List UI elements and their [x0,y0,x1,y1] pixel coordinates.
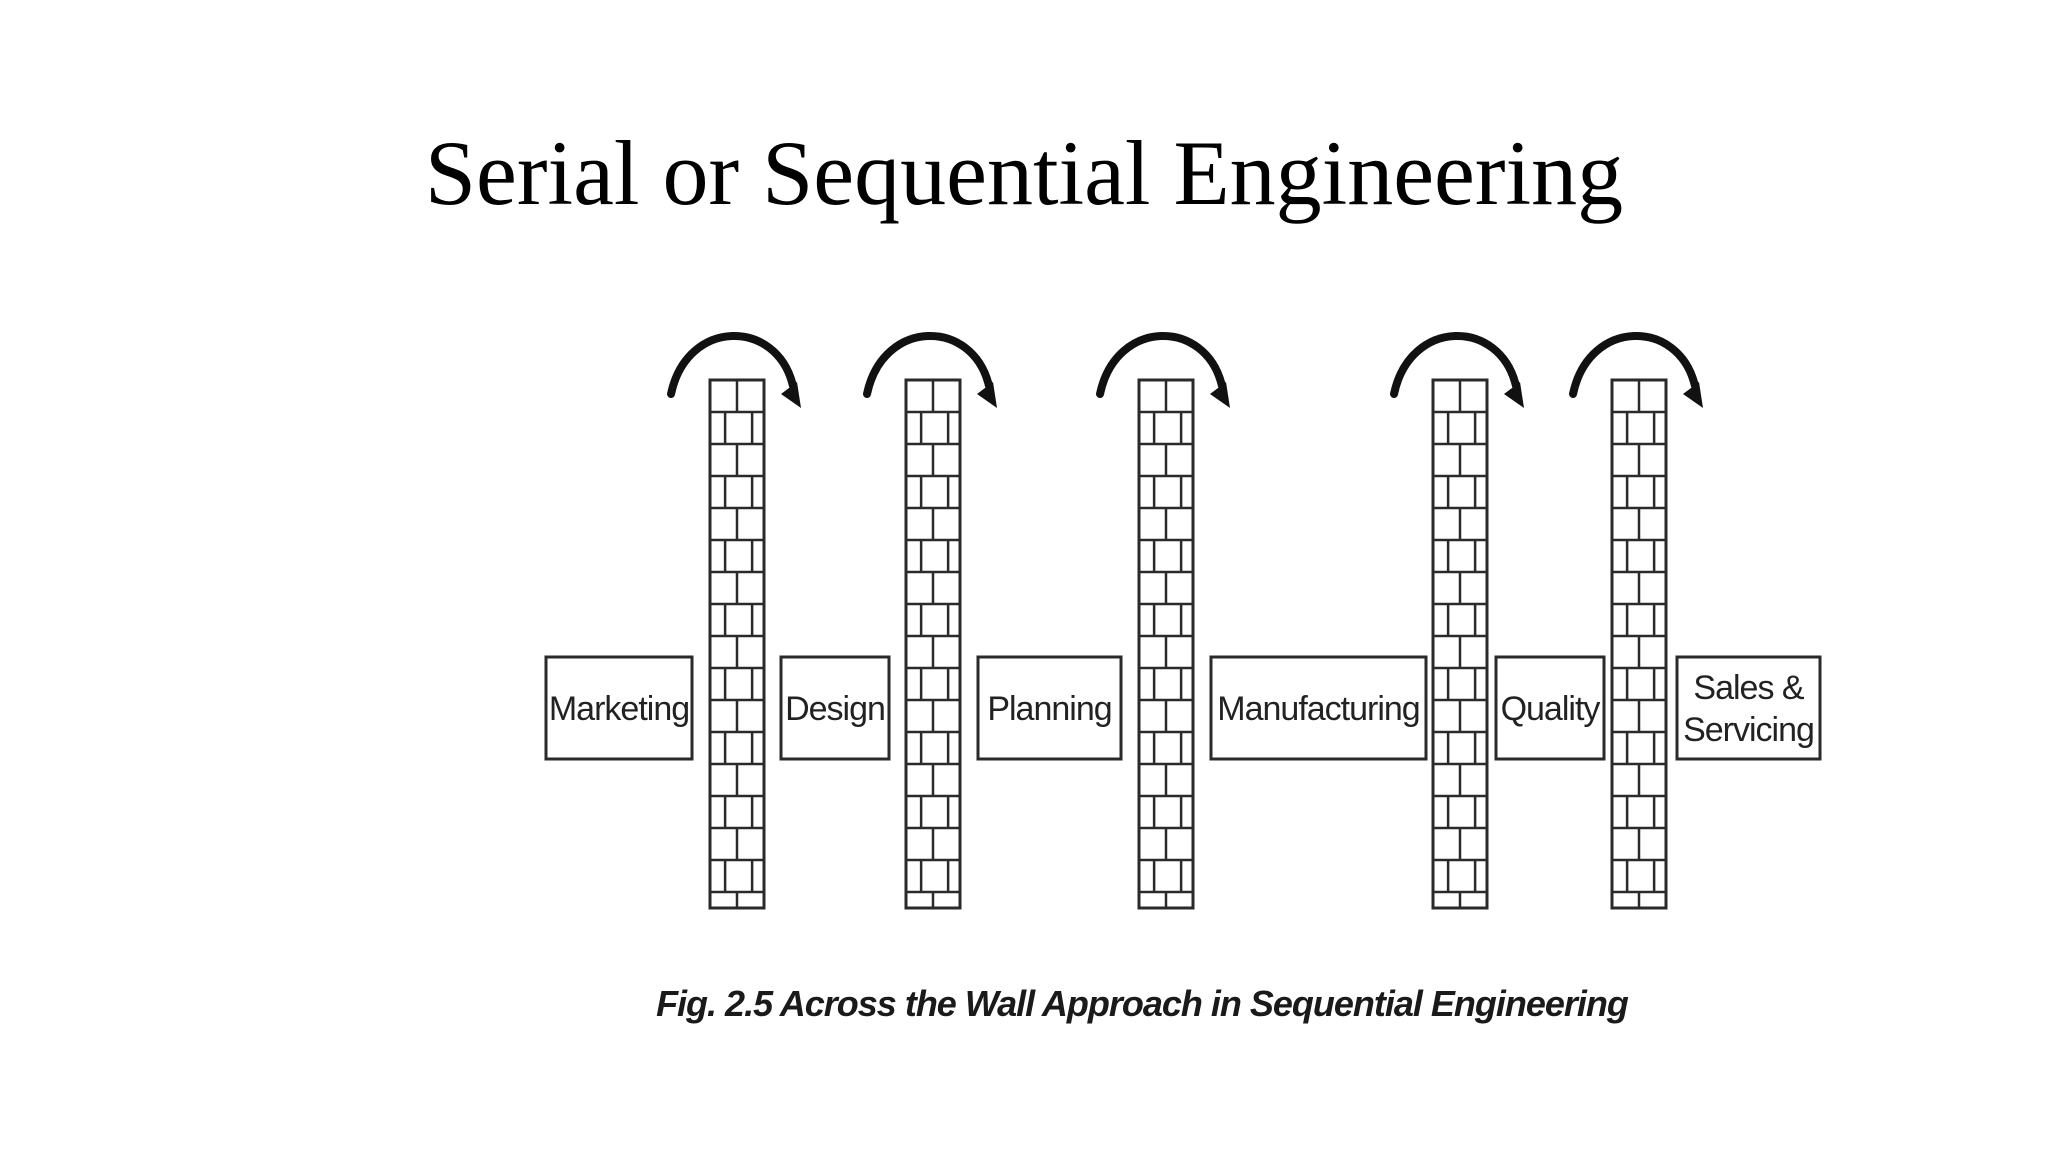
stage-label: Quality [1501,690,1601,728]
stage-box: Marketing [546,657,692,759]
brick-wall-icon [1139,380,1193,908]
stage-label: Planning [987,690,1111,728]
walls-group [710,380,1666,908]
stage-box: Planning [978,657,1121,759]
stage-box: Sales & Servicing [1677,657,1820,759]
brick-wall-icon [710,380,764,908]
brick-wall-icon [1433,380,1487,908]
stage-label: Marketing [549,690,689,728]
stage-label: Design [785,690,885,728]
stage-box: Design [781,657,889,759]
stage-label: Manufacturing [1217,690,1419,728]
stage-box: Manufacturing [1211,657,1426,759]
brick-wall-icon [1612,380,1666,908]
figure-caption: Fig. 2.5 Across the Wall Approach in Seq… [656,983,1629,1024]
brick-wall-icon [906,380,960,908]
stage-label: Servicing [1683,711,1814,749]
stage-box: Quality [1496,657,1604,759]
stage-label: Sales & [1693,669,1804,707]
